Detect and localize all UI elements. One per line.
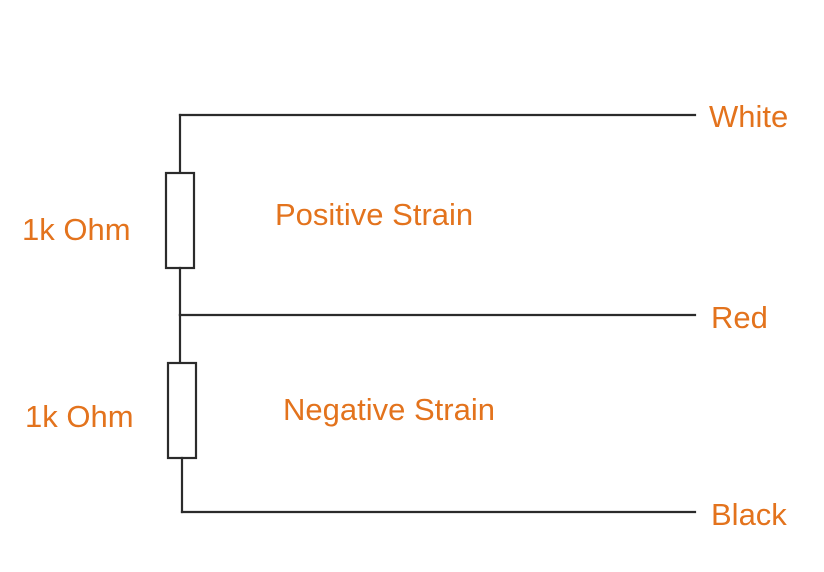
white-wire-label: White — [709, 99, 788, 134]
bottom-resistor-label: 1k Ohm — [25, 399, 134, 434]
top-resistor — [164, 171, 196, 270]
red-wire-label: Red — [711, 300, 768, 335]
top-resistor-label: 1k Ohm — [22, 212, 131, 247]
bottom-resistor — [166, 361, 198, 460]
black-wire-label: Black — [711, 497, 787, 532]
positive-strain-label: Positive Strain — [275, 197, 473, 232]
negative-strain-label: Negative Strain — [283, 392, 495, 427]
